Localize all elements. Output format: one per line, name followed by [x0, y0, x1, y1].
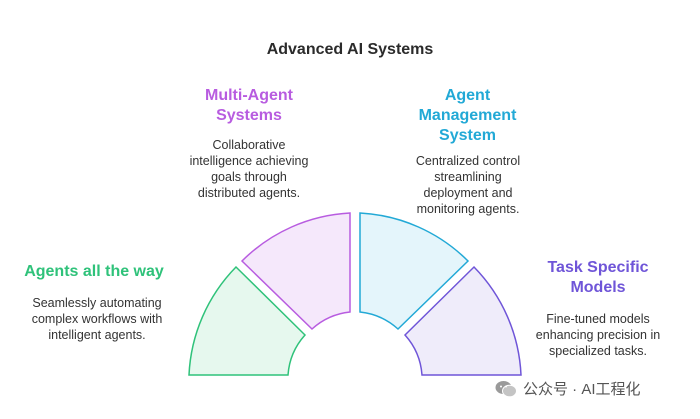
segment-desc-task-specific-models: Fine-tuned models enhancing precision in…: [535, 312, 661, 358]
segment-title-agents-all-the-way: Agents all the way: [24, 263, 164, 280]
segment-agents-all-the-way: [188, 265, 307, 376]
diagram-title: Advanced AI Systems: [266, 41, 434, 58]
segment-title-multi-agent-systems: Multi-Agent Systems: [205, 87, 293, 124]
segment-task-specific-models: [403, 265, 522, 376]
segment-title-task-specific-models: Task Specific Models: [547, 259, 649, 296]
segment-desc-agents-all-the-way: Seamlessly automating complex workflows …: [31, 296, 163, 342]
segment-desc-agent-management-system: Centralized control streamlining deploym…: [415, 154, 521, 216]
segment-title-agent-management-system: Agent Management System: [418, 87, 517, 144]
watermark: 公众号 · AI工程化: [495, 378, 641, 399]
segment-desc-multi-agent-systems: Collaborative intelligence achieving goa…: [189, 138, 309, 200]
watermark-text: 公众号 · AI工程化: [523, 381, 641, 398]
segment-multi-agent-systems: [240, 212, 351, 331]
segment-agent-management-system: [359, 212, 470, 331]
wechat-icon: [495, 380, 517, 397]
